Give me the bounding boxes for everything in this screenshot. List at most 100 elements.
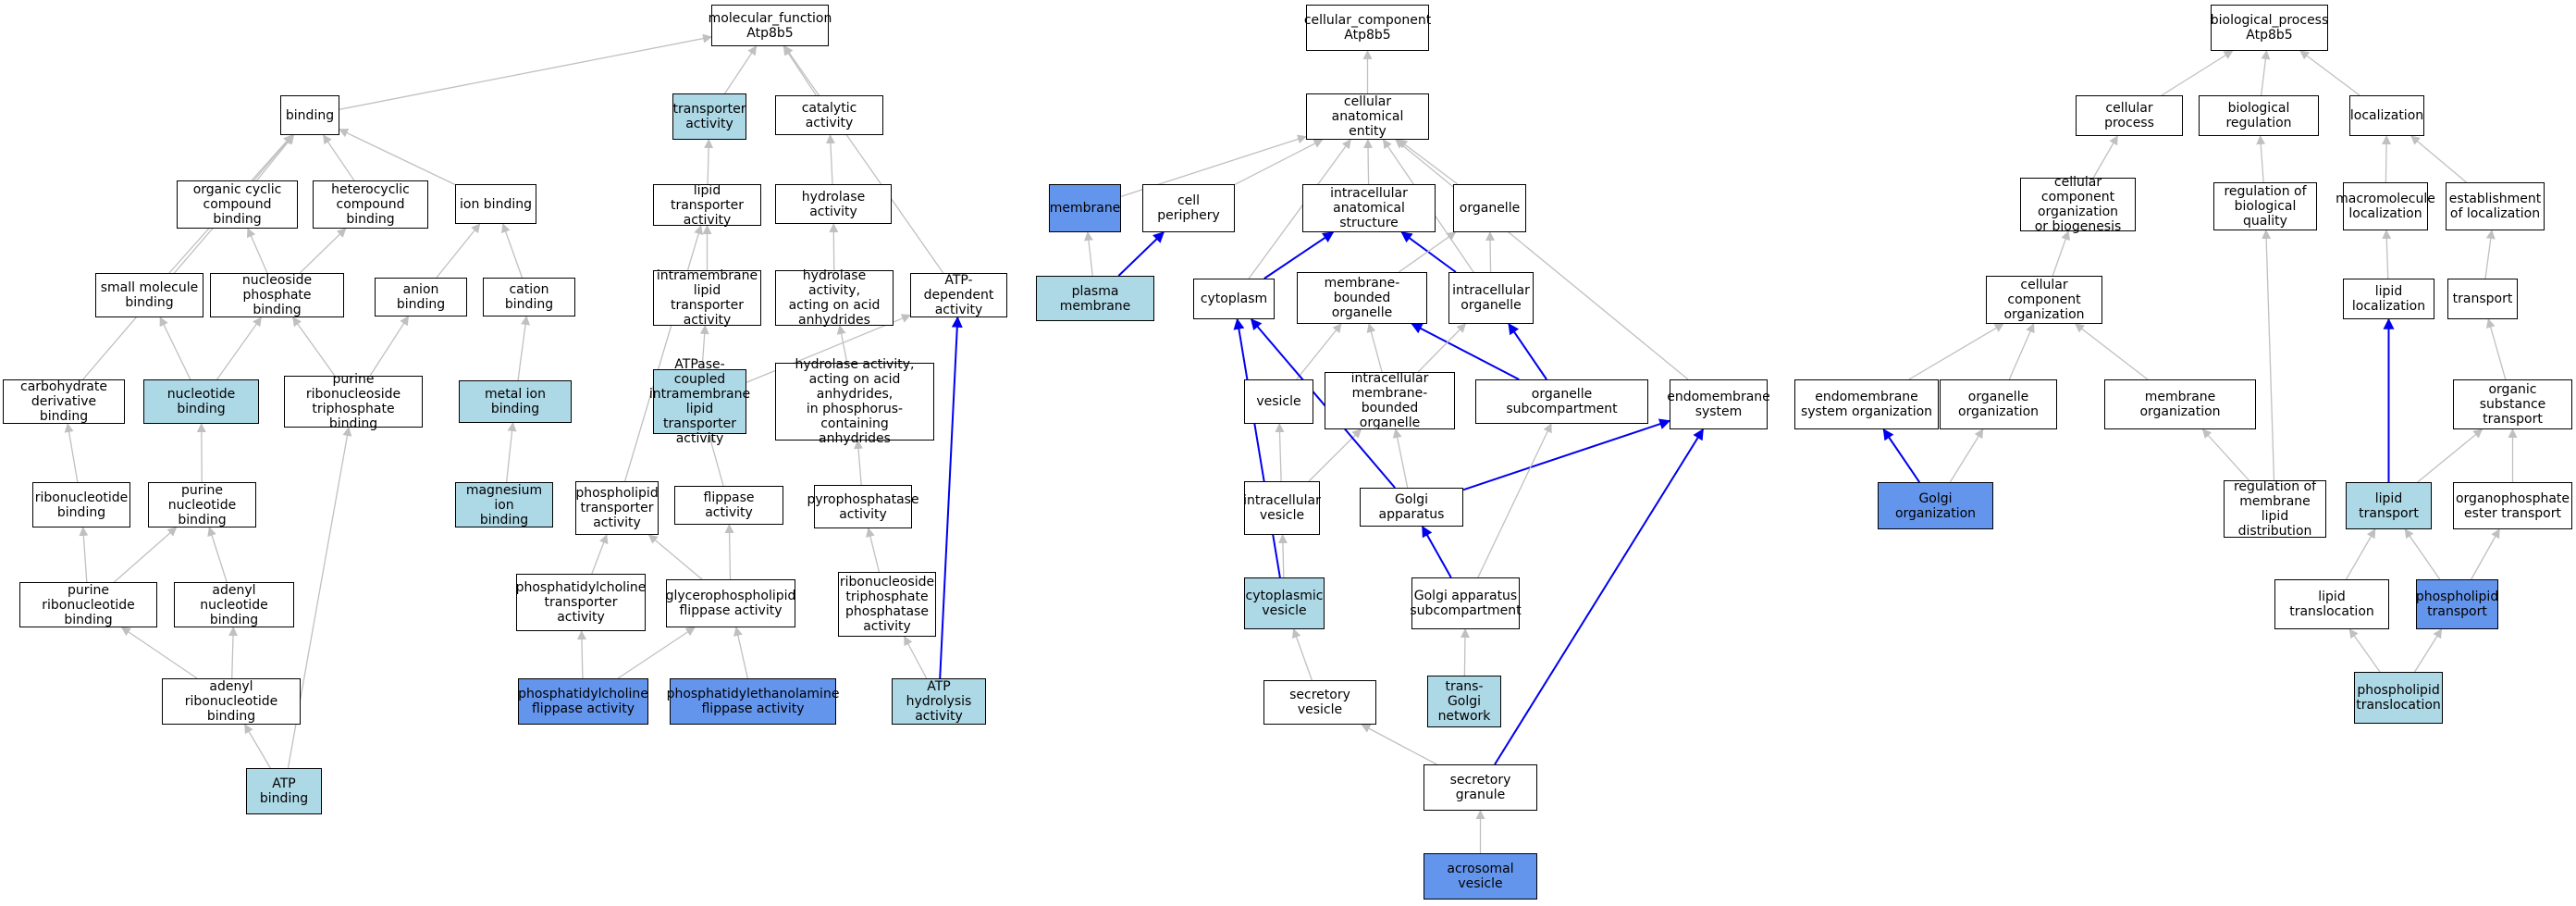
edge-highlighted: [1233, 317, 1281, 578]
go-term-node: secretory vesicle: [1263, 680, 1376, 725]
go-term-node: lipid transporter activity: [653, 183, 761, 228]
go-term-node: acrosomal vesicle: [1424, 853, 1537, 900]
go-term-node: phosphatidylcholine flippase activity: [518, 678, 648, 725]
edge: [1908, 323, 2004, 380]
edge: [724, 524, 734, 580]
edge: [256, 134, 295, 181]
go-term-node: regulation of membrane lipid distributio…: [2224, 479, 2326, 539]
edge: [2299, 50, 2360, 96]
edge: [1398, 231, 1457, 273]
edge: [2404, 528, 2441, 580]
go-term-node: macromolecule localization: [2336, 182, 2435, 230]
edge: [617, 627, 696, 679]
go-term-node: ribonucleotide binding: [32, 482, 130, 527]
go-term-node: cellular anatomical entity: [1306, 93, 1429, 140]
edge: [1417, 323, 1467, 373]
go-term-node: ribonucleoside triphosphate phosphatase …: [838, 572, 936, 637]
go-term-node: trans-Golgi network: [1427, 676, 1501, 727]
edge-highlighted: [1263, 231, 1335, 279]
edge: [2075, 323, 2149, 380]
go-term-node: transporter activity: [672, 93, 746, 140]
edge: [1308, 428, 1362, 482]
go-term-node: cytoplasmic vesicle: [1244, 577, 1325, 629]
edge: [2201, 428, 2249, 481]
edge: [576, 630, 586, 679]
go-term-node: ATP hydrolysis activity: [892, 678, 986, 725]
edge: [436, 223, 481, 279]
go-term-node: carbohydrate derivative binding: [3, 379, 125, 424]
go-term-node: anion binding: [375, 278, 467, 316]
edge: [2414, 628, 2443, 673]
edge: [904, 636, 928, 679]
edge-highlighted: [939, 316, 963, 679]
go-term-node: ATP-dependent activity: [910, 273, 1007, 317]
go-term-node: cellular component organization: [1986, 276, 2102, 324]
go-term-node: flippase activity: [674, 486, 783, 525]
go-term-node: glycerophospholipid flippase activity: [666, 579, 795, 627]
edge: [246, 228, 268, 274]
go-term-node: lipid translocation: [2274, 579, 2389, 629]
go-term-node: nucleoside phosphate binding: [210, 273, 344, 317]
edge: [1275, 423, 1285, 482]
go-term-node: organic cyclic compound binding: [177, 180, 298, 229]
edge: [2008, 323, 2035, 380]
edge: [1361, 724, 1437, 765]
edge: [2346, 528, 2376, 580]
go-term-node: cellular component organization or bioge…: [2020, 175, 2136, 234]
go-term-node: intramembrane lipid transporter activity: [653, 268, 761, 328]
edge: [339, 129, 456, 186]
edge: [299, 228, 347, 274]
edge: [64, 423, 79, 483]
edge: [1291, 628, 1313, 681]
go-term-node: Golgi organization: [1878, 482, 1993, 529]
edge: [1296, 323, 1342, 380]
edge: [2471, 528, 2500, 580]
edge: [228, 627, 239, 679]
edge: [2256, 135, 2266, 183]
edge: [783, 45, 944, 274]
edge: [1248, 139, 1351, 279]
edge: [369, 316, 409, 377]
go-term-node: cell periphery: [1142, 184, 1235, 232]
edge: [339, 33, 712, 110]
go-term-node: adenyl ribonucleotide binding: [162, 678, 301, 725]
go-term-node: ATPase-coupled intramembrane lipid trans…: [648, 357, 751, 446]
go-term-node: lipid transport: [2346, 482, 2432, 529]
edge: [836, 325, 848, 364]
go-term-node: phospholipid transporter activity: [575, 481, 659, 535]
edge: [1234, 139, 1324, 185]
go-term-node: plasma membrane: [1036, 276, 1154, 321]
go-term-node: catalytic activity: [775, 95, 883, 135]
go-term-node: organelle organization: [1940, 379, 2057, 429]
edge: [2485, 318, 2507, 380]
edge: [1485, 231, 1496, 273]
go-term-node: lipid localization: [2343, 279, 2434, 319]
go-term-node: purine nucleotide binding: [148, 482, 256, 527]
go-term-node: purine ribonucleoside triphosphate bindi…: [284, 372, 423, 431]
go-term-node: phospholipid transport: [2416, 579, 2498, 629]
go-term-node: hydrolase activity, acting on acid anhyd…: [775, 357, 934, 446]
edge: [854, 440, 864, 486]
edge: [82, 134, 294, 380]
edge-highlighted: [1250, 318, 1396, 489]
go-term-node: purine ribonucleotide binding: [19, 582, 157, 627]
edge: [1083, 231, 1093, 277]
go-term-node: heterocyclic compound binding: [313, 180, 428, 229]
edge: [505, 422, 517, 483]
edge: [292, 316, 336, 377]
edge: [2382, 230, 2392, 279]
edge: [1398, 139, 1459, 185]
edge: [1277, 534, 1288, 578]
edge: [733, 627, 748, 679]
go-term-node: membrane organization: [2104, 379, 2256, 429]
go-term-node: adenyl nucleotide binding: [174, 582, 294, 627]
edge: [2052, 230, 2070, 277]
edge: [159, 316, 191, 380]
edge: [2410, 135, 2467, 183]
edge: [244, 724, 271, 769]
go-term-node: ATP binding: [246, 768, 322, 814]
edge: [1366, 323, 1383, 373]
go-term-node: intracellular anatomical structure: [1302, 184, 1436, 232]
edge: [2092, 135, 2118, 179]
